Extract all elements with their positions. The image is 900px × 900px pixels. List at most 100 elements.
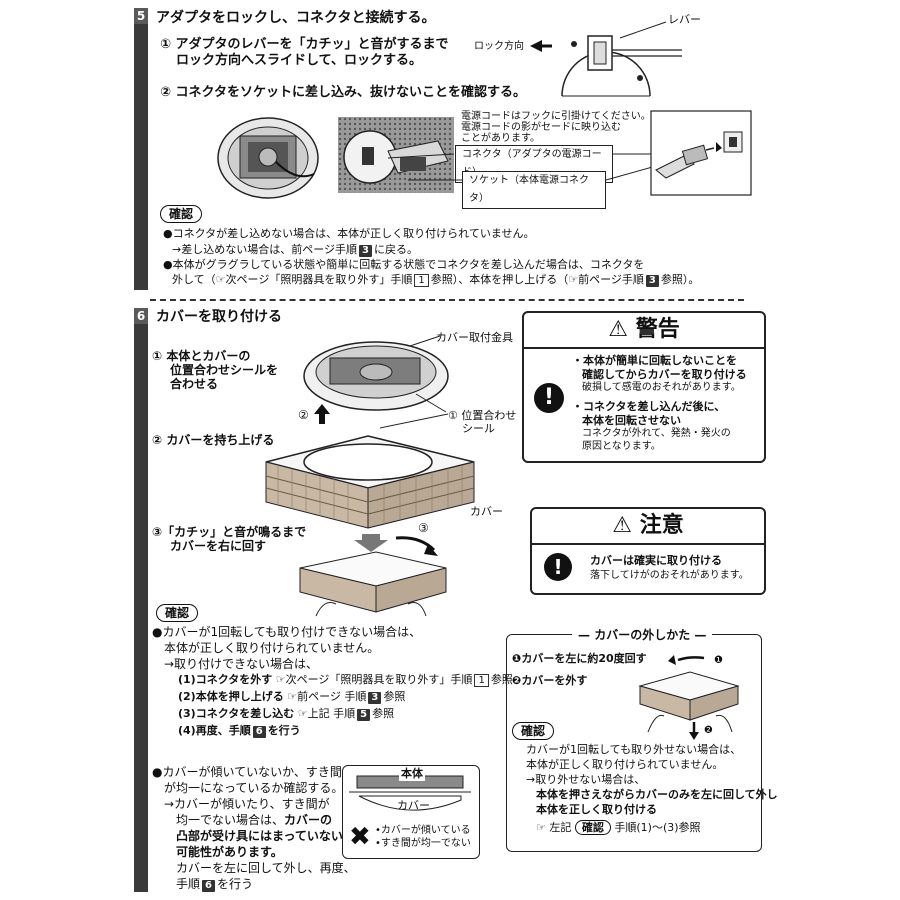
tilt-line5: 凸部が受け具にはまっていない	[176, 829, 343, 843]
warning-box: ⚠ 警告 ! ・本体が簡単に回転しないことを 確認してからカバーを取り付ける 破…	[522, 311, 766, 463]
step6-confirm-badge: 確認	[156, 604, 199, 622]
caution-line1: カバーは確実に取り付ける	[590, 554, 722, 567]
exclamation-icon: !	[544, 553, 572, 581]
step6-item3-line1: ③「カチッ」と音が鳴るまで	[152, 525, 307, 539]
warning-item2-line1: ・コネクタを差し込んだ後に、	[572, 400, 726, 413]
step6-confirm-line2: 本体が正しく取り付けられていません。	[164, 641, 380, 655]
tilt-line2: が均一になっているか確認する。	[164, 781, 344, 795]
arrow3-label: ③	[418, 521, 429, 535]
step6-confirm-line3: →取り付けできない場合は、	[164, 657, 319, 671]
removal-title: — カバーの外しかた —	[572, 627, 713, 643]
warning-item2-line2: 本体を回転させない	[582, 414, 681, 427]
removal-arrow2-label: ❷	[704, 725, 713, 736]
cover-bracket-label: カバー取付金具	[436, 331, 513, 344]
refer-icon: ☞	[275, 673, 286, 686]
step5-confirm-line1: ●コネクタが差し込めない場合は、本体が正しく取り付けられていません。	[163, 227, 535, 240]
cord-note-line3: ことがあります。	[461, 133, 540, 144]
rotate-cover-image	[299, 534, 447, 617]
step6-item1-line2: 位置合わせシールを	[170, 363, 279, 377]
removal-line5: 本体を正しく取り付ける	[536, 803, 657, 816]
warning-item1-line2: 確認してからカバーを取り付ける	[582, 368, 747, 381]
removal-line1: カバーが1回転しても取り外せない場合は、	[526, 743, 742, 756]
plug-diagram	[650, 110, 752, 196]
caution-header: ⚠ 注意	[532, 509, 764, 545]
tilt-line4: 均一でない場合は、カバーの	[176, 813, 333, 827]
tilt-drawing	[349, 775, 471, 811]
warning-triangle-icon: ⚠	[608, 317, 629, 342]
ceiling-unit-image	[217, 117, 319, 199]
seal-label-line2: シール	[462, 422, 495, 435]
step6-title: カバーを取り付ける	[156, 309, 282, 325]
refer-icon: ☞	[536, 821, 546, 834]
step6-item1-line1: ① 本体とカバーの	[152, 349, 251, 363]
step5-title: アダプタをロックし、コネクタと接続する。	[156, 10, 436, 26]
warning-item1-line3: 破損して感電のおそれがあります。	[582, 382, 741, 393]
up-arrow-icon	[314, 404, 330, 424]
step5-sidebar: 5	[134, 8, 148, 290]
removal-arrow1-label: ❶	[714, 655, 723, 666]
step5-item1-line1: ① アダプタのレバーを「カチッ」と音がするまで	[160, 37, 449, 52]
removal-step1: ❶カバーを左に約20度回す	[512, 652, 647, 665]
lever-diagram	[530, 21, 682, 97]
diagram-ng1: •カバーが傾いている	[375, 825, 471, 836]
ceiling-body-image	[303, 335, 449, 413]
warning-item2-line4: 原因となります。	[582, 441, 661, 452]
warning-item1-line1: ・本体が簡単に回転しないことを	[572, 354, 737, 367]
removal-line2: 本体が正しく取り付けられていません。	[526, 758, 724, 771]
step5-confirm-line3: ●本体がグラグラしている状態や簡単に回転する状態でコネクタを差し込んだ場合は、コ…	[163, 258, 645, 271]
removal-cover-image	[638, 655, 740, 740]
seal-label-line1: ① 位置合わせ	[448, 409, 517, 422]
diagram-body-label: 本体	[399, 766, 425, 781]
caution-title: 注意	[639, 513, 684, 538]
lever-label: レバー	[668, 13, 701, 26]
lock-direction-label: ロック方向	[474, 41, 524, 52]
tilt-line7: カバーを左に回して外し、再度、	[176, 861, 356, 875]
callout-lines	[388, 153, 657, 181]
refer-icon: ☞	[568, 273, 579, 286]
cord-note-line2: 電源コードの影がセードに映り込む	[461, 122, 621, 133]
seal-leader-line	[380, 413, 449, 429]
square-cover-image	[265, 435, 475, 529]
caution-box: ⚠ 注意 ! カバーは確実に取り付ける 落下してけがのおそれがあります。	[530, 507, 766, 595]
tilt-line6: 可能性があります。	[176, 845, 283, 859]
warning-header: ⚠ 警告	[524, 313, 764, 349]
removal-line3: →取り外せない場合は、	[526, 773, 646, 786]
tilt-diagram: 本体 カバー ✖ •カバーが傾いている •すき間が均一でない	[342, 765, 480, 859]
warning-title: 警告	[635, 317, 680, 342]
section-divider	[150, 299, 744, 301]
diagram-ng2: •すき間が均一でない	[375, 838, 471, 849]
step6-item1-line3: 合わせる	[170, 377, 219, 391]
removal-line4: 本体を押さえながらカバーのみを左に回して外し	[536, 788, 778, 801]
step6-confirm-line1: ●カバーが1回転しても取り付けできない場合は、	[152, 625, 422, 639]
tilt-line1: ●カバーが傾いていないか、すき間	[152, 765, 342, 779]
caution-line2: 落下してけがのおそれがあります。	[590, 570, 749, 581]
diagram-cover-label: カバー	[397, 799, 430, 812]
ng-cross-icon: ✖	[349, 822, 371, 852]
socket-callout: ソケット（本体電源コネクタ）	[462, 171, 606, 209]
step6-item3-line2: カバーを右に回す	[170, 539, 267, 553]
exclamation-icon: !	[534, 383, 564, 413]
removal-step2: ❷カバーを外す	[512, 674, 588, 687]
step5-item2: ② コネクタをソケットに差し込み、抜けないことを確認する。	[160, 85, 527, 100]
step5-confirm-badge: 確認	[160, 205, 203, 223]
caution-triangle-icon: ⚠	[612, 513, 633, 538]
arrow2-label: ②	[298, 408, 309, 422]
refer-icon: ☞	[215, 273, 226, 286]
step6-item2: ② カバーを持ち上げる	[152, 433, 275, 447]
cover-label: カバー	[470, 505, 503, 518]
step5-item1-line2: ロック方向へスライドして、ロックする。	[176, 53, 422, 68]
step6-sidebar: 6	[134, 308, 148, 892]
step6-number: 6	[134, 308, 148, 324]
refer-icon: ☞	[287, 690, 298, 703]
removal-confirm-badge: 確認	[512, 722, 555, 740]
refer-icon: ☞	[297, 707, 308, 720]
warning-item2-line3: コネクタが外れて、発熱・発火の	[582, 428, 731, 439]
cord-note-line1: 電源コードはフックに引掛けてください。	[461, 111, 651, 122]
